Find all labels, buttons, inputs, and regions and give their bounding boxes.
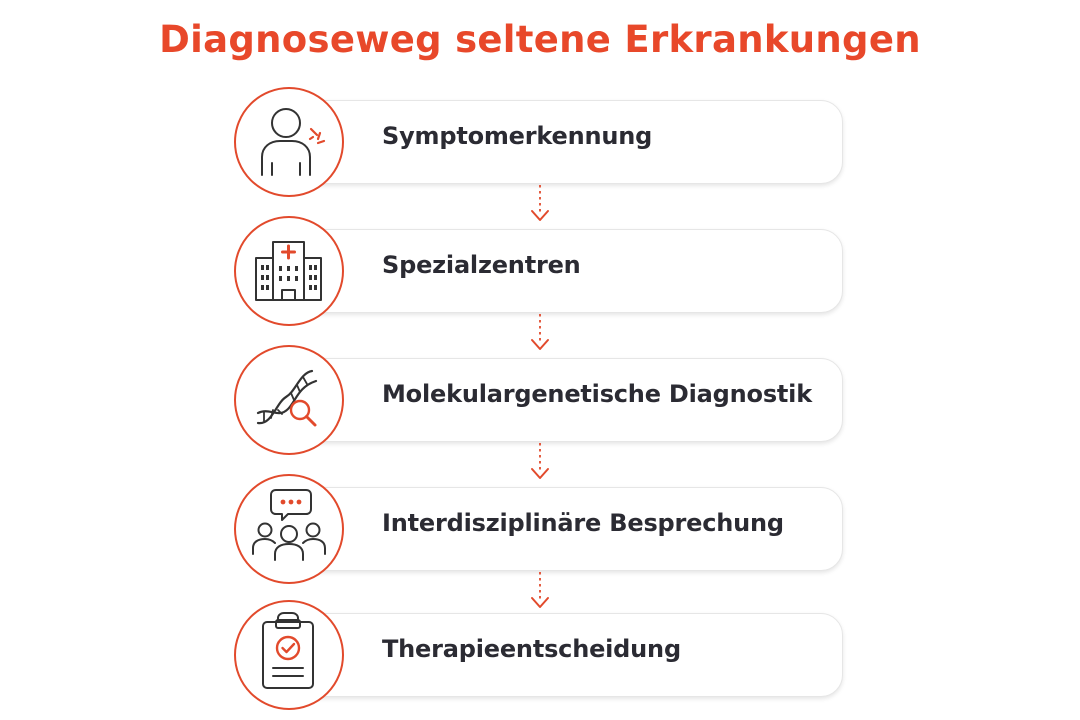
step-label: Symptomerkennung [382,122,653,150]
team-discussion-icon [252,489,326,561]
step-therapy-decision: Therapieentscheidung [0,600,1080,710]
flow-arrow [526,312,554,356]
step-label: Therapieentscheidung [382,635,681,663]
step-card [278,487,843,571]
icon-circle [234,216,344,326]
dna-magnifier-icon [256,369,318,427]
icon-circle [234,600,344,710]
icon-circle [234,345,344,455]
step-label: Interdisziplinäre Besprechung [382,509,784,537]
step-interdisciplinary-meeting: Interdisziplinäre Besprechung [0,474,1080,584]
step-symptom-recognition: Symptomerkennung [0,87,1080,197]
step-label: Molekulargenetische Diagnostik [382,380,812,408]
step-molecular-diagnostics: Molekulargenetische Diagnostik [0,345,1080,455]
flow-arrow [526,570,554,614]
step-label: Spezialzentren [382,251,581,279]
icon-circle [234,87,344,197]
clipboard-check-icon [262,612,314,689]
diagram-title: Diagnoseweg seltene Erkrankungen [159,18,921,61]
step-specialist-centers: Spezialzentren [0,216,1080,326]
person-with-pain-icon [261,108,326,176]
step-card [278,358,843,442]
flow-arrow [526,183,554,227]
flow-arrow [526,441,554,485]
hospital-building-icon [255,241,322,301]
icon-circle [234,474,344,584]
step-card [278,229,843,313]
step-card [278,100,843,184]
step-card [278,613,843,697]
